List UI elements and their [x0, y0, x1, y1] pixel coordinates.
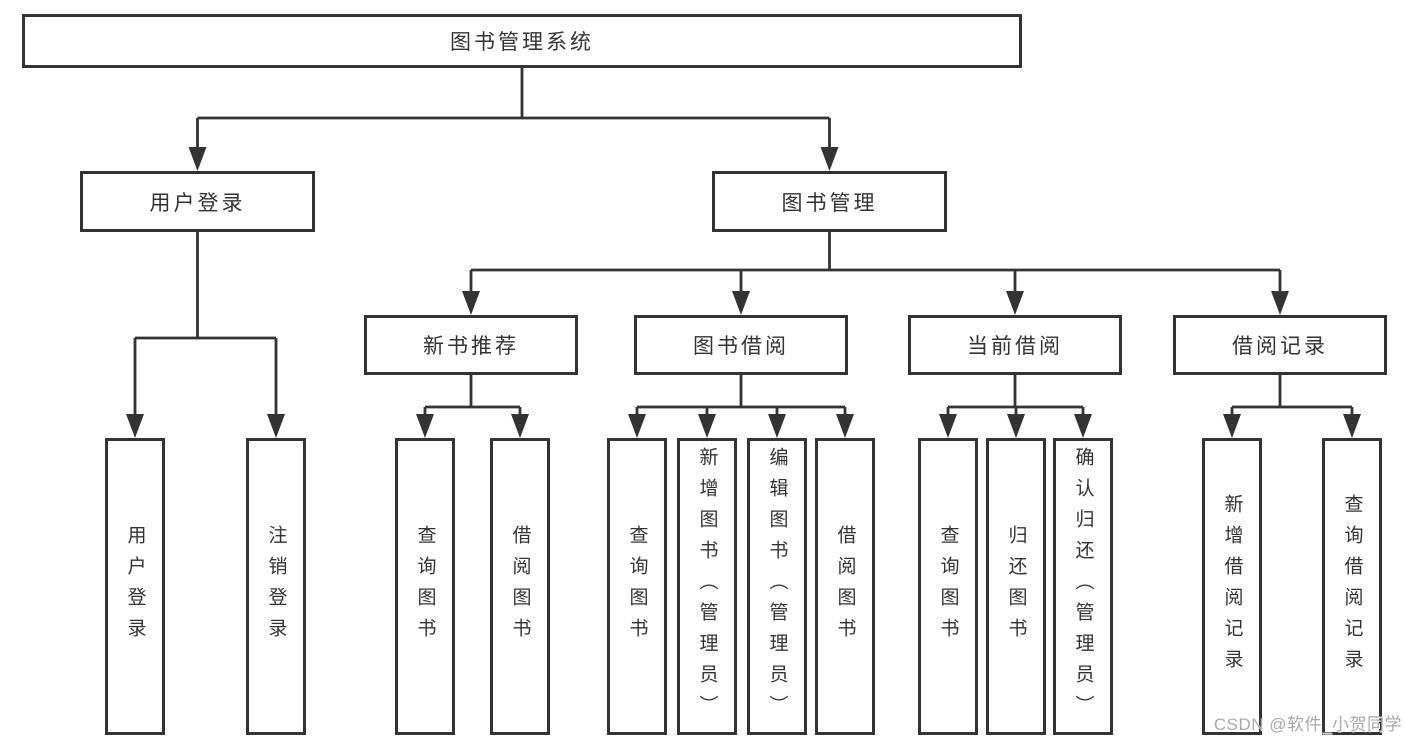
leaf-nbr-borrow-books: 借阅图书	[490, 438, 550, 735]
node-borrowing-records: 借阅记录	[1173, 315, 1387, 375]
leaf-cb-confirm-return-admin: 确认归还（管理员）	[1053, 438, 1113, 735]
leaf-user-login-label: 用户登录	[124, 524, 146, 649]
node-book-borrowing-label: 图书借阅	[693, 335, 789, 358]
leaf-nbr-query-books: 查询图书	[395, 438, 455, 735]
leaf-logout-label: 注销登录	[265, 524, 287, 649]
node-borrowing-records-label: 借阅记录	[1232, 335, 1328, 358]
node-user-login-label: 用户登录	[149, 191, 246, 215]
leaf-br-query-borrow-record: 查询借阅记录	[1322, 438, 1382, 735]
leaf-bb-edit-books-admin-label: 编辑图书（管理员）	[766, 447, 788, 726]
node-book-borrowing: 图书借阅	[634, 315, 848, 375]
leaf-cb-confirm-return-admin-label: 确认归还（管理员）	[1072, 447, 1094, 726]
node-book-management: 图书管理	[712, 171, 947, 232]
leaf-cb-query-books: 查询图书	[918, 438, 978, 735]
leaf-br-query-borrow-record-label: 查询借阅记录	[1341, 493, 1363, 680]
leaf-br-add-borrow-record: 新增借阅记录	[1202, 438, 1262, 735]
arrowheads	[126, 147, 1361, 438]
leaf-nbr-borrow-books-label: 借阅图书	[509, 524, 531, 649]
leaf-cb-query-books-label: 查询图书	[937, 524, 959, 649]
leaf-bb-edit-books-admin: 编辑图书（管理员）	[747, 438, 807, 735]
node-new-book-recommend: 新书推荐	[364, 315, 578, 375]
node-current-borrowing-label: 当前借阅	[967, 335, 1063, 358]
leaf-bb-add-books-admin: 新增图书（管理员）	[677, 438, 737, 735]
leaf-bb-borrow-books: 借阅图书	[815, 438, 875, 735]
node-current-borrowing: 当前借阅	[908, 315, 1122, 375]
node-book-management-label: 图书管理	[781, 191, 878, 215]
leaf-br-add-borrow-record-label: 新增借阅记录	[1221, 493, 1243, 680]
leaf-cb-return-books: 归还图书	[986, 438, 1046, 735]
node-root: 图书管理系统	[22, 14, 1022, 68]
leaf-nbr-query-books-label: 查询图书	[414, 524, 436, 649]
leaf-bb-borrow-books-label: 借阅图书	[834, 524, 856, 649]
leaf-logout: 注销登录	[246, 438, 306, 735]
leaf-bb-query-books-label: 查询图书	[626, 524, 648, 649]
leaf-user-login: 用户登录	[105, 438, 165, 735]
csdn-watermark: CSDN @软件_小贺同学	[1213, 715, 1402, 734]
leaf-bb-add-books-admin-label: 新增图书（管理员）	[696, 447, 718, 726]
node-root-label: 图书管理系统	[450, 31, 594, 54]
connector-path	[133, 68, 1354, 418]
node-new-book-recommend-label: 新书推荐	[423, 335, 519, 358]
node-user-login: 用户登录	[80, 171, 315, 232]
leaf-cb-return-books-label: 归还图书	[1005, 524, 1027, 649]
leaf-bb-query-books: 查询图书	[607, 438, 667, 735]
